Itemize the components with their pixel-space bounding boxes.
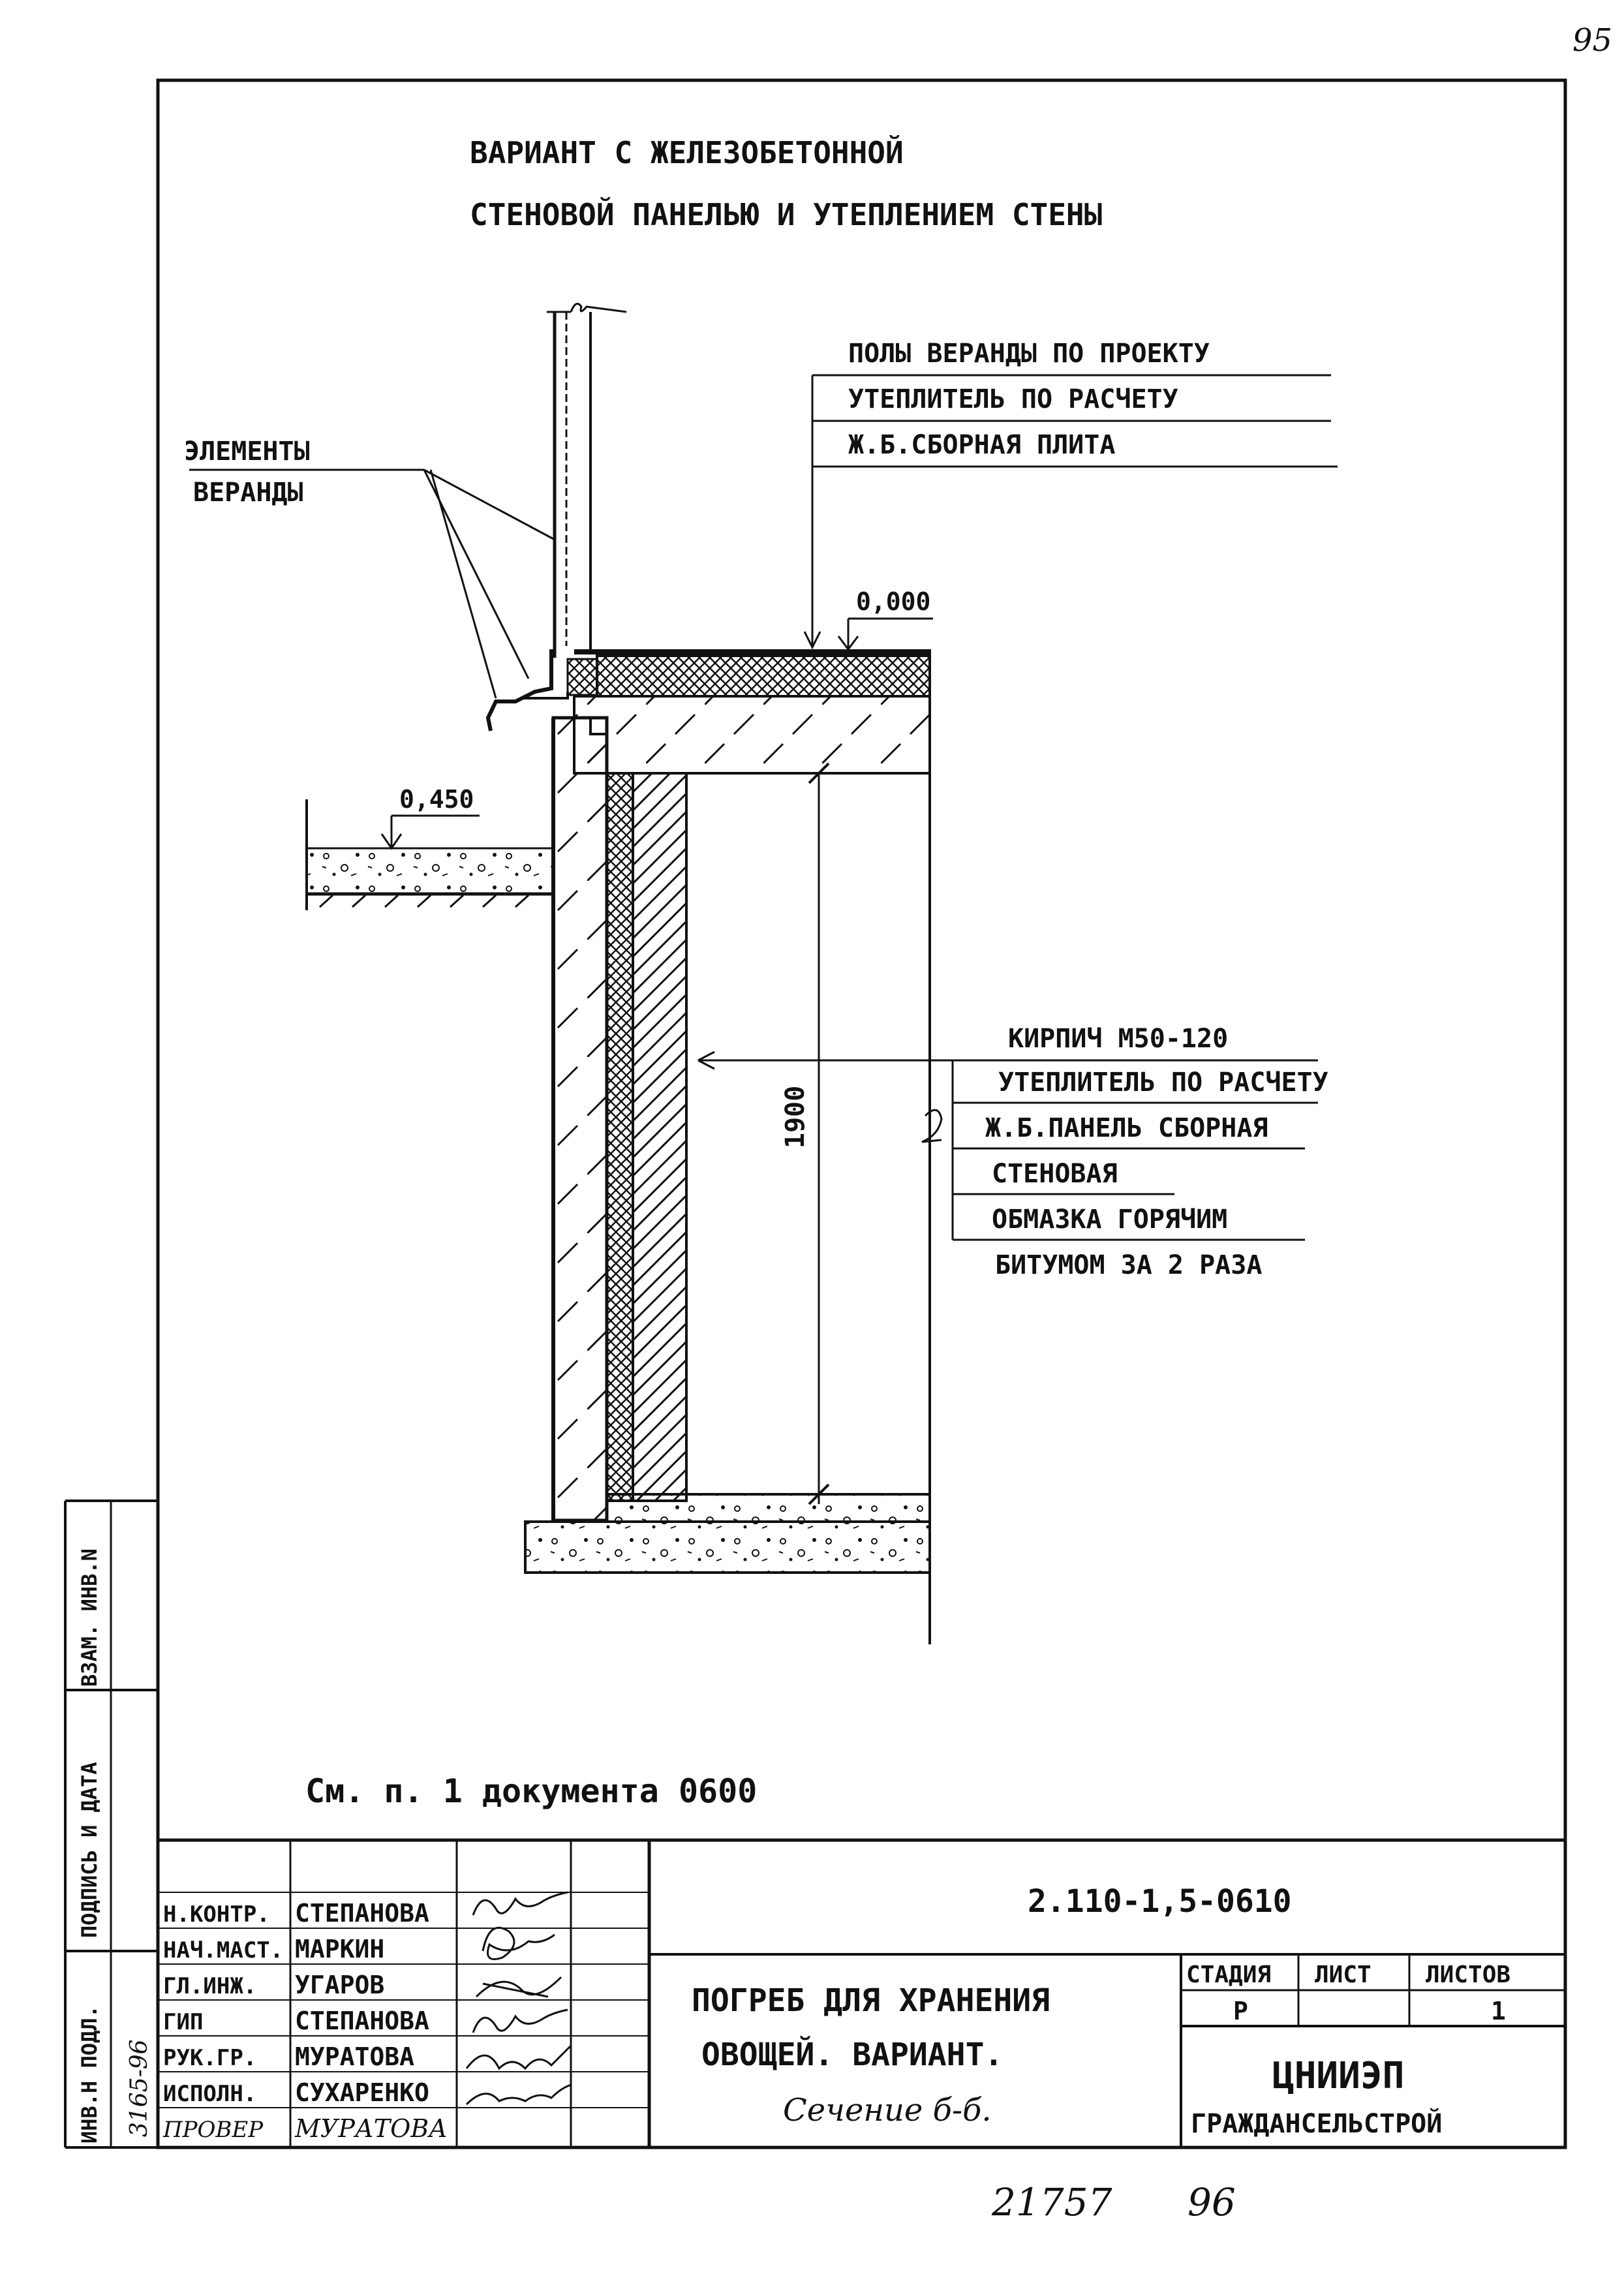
wall-callout-4: СТЕНОВАЯ [992, 1159, 1118, 1189]
veranda-elements-label-1: ЭЛЕМЕНТЫ [184, 437, 310, 467]
side-stamp-inv-value: 3165-96 [126, 2039, 153, 2137]
floor-callout-3: Ж.Б.СБОРНАЯ ПЛИТА [848, 430, 1115, 460]
wall-callout-3: Ж.Б.ПАНЕЛЬ СБОРНАЯ [985, 1113, 1268, 1143]
wall-callout [697, 1051, 1318, 1241]
tb-name-4: МУРАТОВА [295, 2042, 414, 2071]
signatures [465, 1891, 572, 2106]
tb-role-1: НАЧ.МАСТ. [163, 1937, 283, 1963]
wall-callout-6: БИТУМОМ ЗА 2 РАЗА [995, 1250, 1262, 1280]
page-number: 95 [1572, 22, 1612, 59]
stage-value: Р [1233, 1997, 1248, 2025]
tb-role-3: ГИП [163, 2009, 203, 2035]
floor-layers [573, 649, 931, 775]
tb-role-4: РУК.ГР. [163, 2045, 256, 2071]
wall-callout-1: КИРПИЧ М50-120 [1008, 1024, 1228, 1054]
tb-name-5: СУХАРЕНКО [295, 2078, 429, 2107]
document-code: 2.110-1,5-0610 [1028, 1883, 1292, 1920]
dimension-label: 1900 [780, 1086, 810, 1148]
wall-callout-5: ОБМАЗКА ГОРЯЧИМ [992, 1205, 1227, 1235]
tb-role-0: Н.КОНТР. [163, 1901, 270, 1928]
title-line-1: ВАРИАНТ С ЖЕЛЕЗОБЕТОННОЙ [470, 135, 904, 170]
level-mark-ground [380, 814, 480, 850]
rc-wall-panel [632, 772, 688, 1502]
sheet-header: ЛИСТ [1315, 1961, 1371, 1988]
tb-name-3: СТЕПАНОВА [295, 2007, 429, 2035]
cellar-floor [524, 649, 931, 1644]
sheet-title-2: ОВОЩЕЙ. ВАРИАНТ. [701, 2036, 1003, 2073]
side-stamp-inv-orig: ИНВ.Н ПОДЛ. [77, 2005, 102, 2144]
tb-name-1: МАРКИН [295, 1935, 384, 1963]
floor-callout-2: УТЕПЛИТЕЛЬ ПО РАСЧЕТУ [848, 384, 1178, 414]
dimension-line [808, 762, 830, 1505]
sheet-title-3: Сечение б-б. [783, 2092, 992, 2129]
tb-name-2: УГАРОВ [295, 1971, 384, 1999]
ground-outside [305, 799, 553, 910]
reference-note: См. п. 1 документа 0600 [305, 1772, 757, 1810]
side-stamp-replace-inv: ВЗАМ. ИНВ.N [77, 1548, 102, 1687]
sheet-title-1: ПОГРЕБ ДЛЯ ХРАНЕНИЯ [692, 1982, 1050, 2019]
brick-wall [551, 716, 609, 1522]
tb-role-2: ГЛ.ИНЖ. [163, 1973, 256, 1999]
veranda-post [547, 303, 627, 658]
title-block-grid [158, 1838, 1565, 2147]
organization-sub: ГРАЖДАНСЕЛЬСТРОЙ [1191, 2108, 1442, 2139]
tb-role-5: ИСПОЛН. [163, 2081, 256, 2107]
sheets-header: ЛИСТОВ [1426, 1961, 1510, 1988]
bottom-number-right: 96 [1187, 2180, 1236, 2224]
side-stamp [64, 1499, 158, 2149]
title-line-2: СТЕНОВОЙ ПАНЕЛЬЮ И УТЕПЛЕНИЕМ СТЕНЫ [470, 197, 1102, 232]
side-stamp-sign-date: ПОДПИСЬ И ДАТА [77, 1762, 102, 1938]
veranda-leader [189, 469, 557, 699]
wall-callout-2: УТЕПЛИТЕЛЬ ПО РАСЧЕТУ [998, 1068, 1328, 1098]
organization-name: ЦНИИЭП [1272, 2055, 1404, 2097]
wall-insulation [605, 772, 634, 1502]
ground-level-label: 0,450 [399, 785, 474, 814]
veranda-elements-label-2: ВЕРАНДЫ [193, 478, 303, 508]
zero-level-label: 0,000 [856, 587, 930, 616]
tb-name-6: МУРАТОВА [294, 2114, 448, 2143]
sheet-frame [156, 78, 1567, 2149]
tb-name-0: СТЕПАНОВА [295, 1899, 429, 1928]
level-mark-zero [837, 617, 933, 651]
floor-callout [803, 374, 1338, 650]
stage-header: СТАДИЯ [1186, 1961, 1271, 1988]
sheets-value: 1 [1491, 1997, 1506, 2025]
tb-role-6: ПРОВЕР [162, 2117, 264, 2143]
floor-callout-1: ПОЛЫ ВЕРАНДЫ ПО ПРОЕКТУ [848, 339, 1210, 369]
bottom-number-left: 21757 [991, 2180, 1112, 2224]
